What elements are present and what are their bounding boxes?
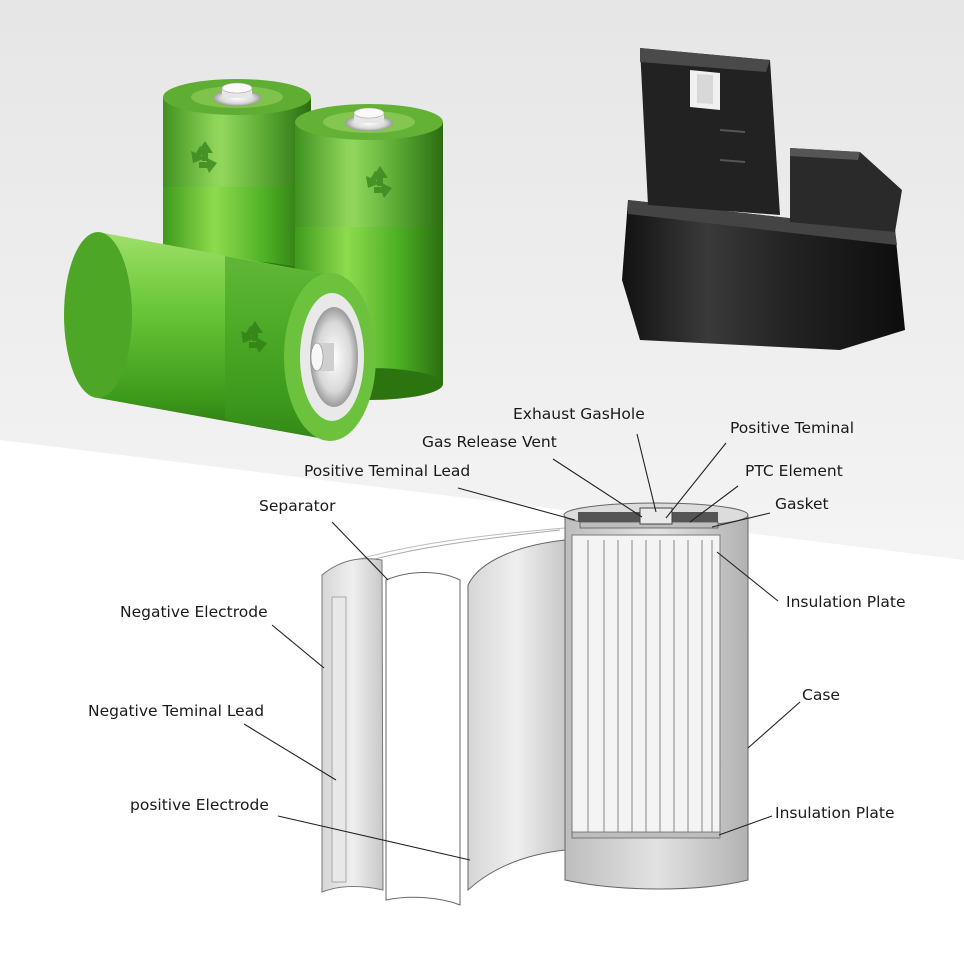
label-gas-release-vent: Gas Release Vent	[422, 433, 557, 451]
label-gasket: Gasket	[775, 495, 829, 513]
negative-electrode-sheet	[321, 558, 384, 893]
separator-sheet	[385, 572, 461, 906]
label-ptc-element: PTC Element	[745, 462, 843, 480]
power-tool-battery-pack	[622, 48, 905, 350]
leader-lines	[243, 433, 801, 861]
label-positive-terminal-lead: Positive Teminal Lead	[304, 462, 471, 480]
label-positive-electrode: positive Electrode	[130, 796, 269, 814]
label-exhaust-gas-hole: Exhaust GasHole	[513, 405, 645, 423]
green-battery-back-left	[163, 79, 311, 293]
green-battery-front-lying	[64, 232, 376, 441]
label-positive-terminal: Positive Teminal	[730, 419, 855, 437]
label-insulation-plate-top: Insulation Plate	[786, 593, 906, 611]
label-negative-terminal-lead: Negative Teminal Lead	[88, 702, 265, 720]
label-separator: Separator	[259, 497, 336, 515]
green-battery-back-right	[295, 104, 443, 400]
label-negative-electrode: Negative Electrode	[120, 603, 268, 621]
positive-electrode-sheet	[467, 539, 566, 892]
label-case: Case	[802, 686, 840, 704]
label-insulation-plate-bottom: Insulation Plate	[775, 804, 895, 822]
battery-case	[563, 502, 749, 890]
